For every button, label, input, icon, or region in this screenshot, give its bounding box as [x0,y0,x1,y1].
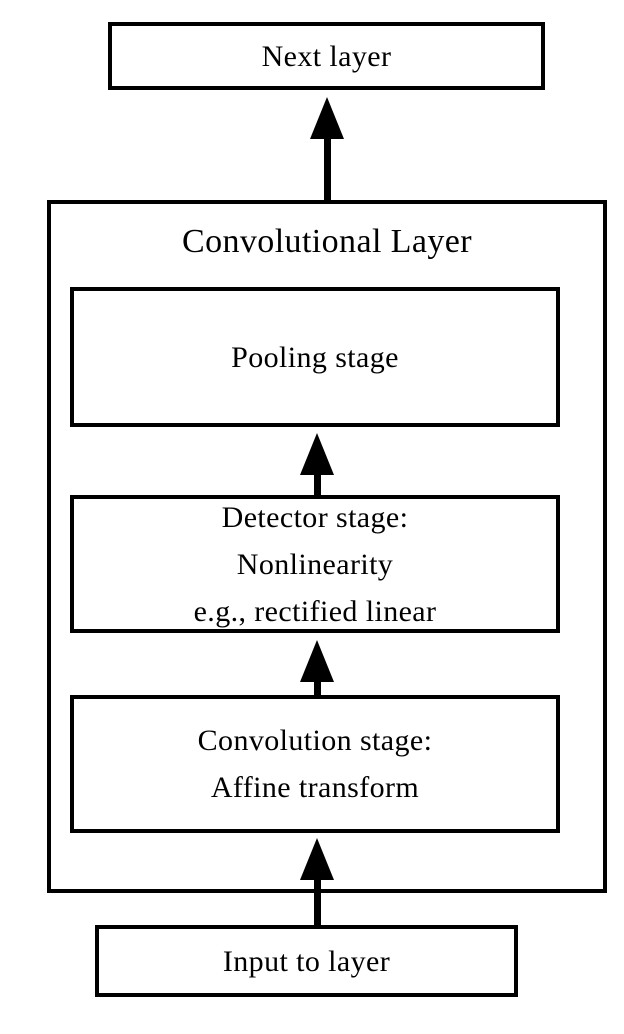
arrow-shaft-line [313,682,321,696]
convolution-stage-line-2: Affine transform [210,771,420,804]
up-arrowhead-icon [300,838,334,880]
arrow-input-to-convolution [300,838,334,926]
pooling-stage-node: Pooling stage [70,287,560,427]
up-arrowhead-icon [300,433,334,475]
up-arrowhead-icon [310,97,344,139]
input-to-layer-node: Input to layer [95,925,518,997]
arrow-shaft-line [313,880,321,926]
convolution-stage-line-1: Convolution stage: [197,724,433,757]
up-arrowhead-icon [300,640,334,682]
next-layer-label: Next layer [261,39,392,73]
convolution-stage-node: Convolution stage: Affine transform [70,695,560,833]
arrow-shaft-line [313,475,321,495]
arrow-to-next-layer [310,97,344,200]
detector-stage-line-3: e.g., rectified linear [193,594,437,628]
input-to-layer-label: Input to layer [222,944,391,978]
detector-stage-line-2: Nonlinearity [236,547,394,581]
detector-stage-line-1: Detector stage: [221,500,409,534]
convolutional-layer-container [47,200,607,893]
pooling-stage-label: Pooling stage [231,340,399,374]
detector-stage-node: Detector stage: Nonlinearity e.g., recti… [70,495,560,633]
convolutional-layer-title: Convolutional Layer [182,223,472,260]
arrow-detector-to-pooling [300,433,334,495]
next-layer-node: Next layer [108,22,545,90]
arrow-shaft-line [323,139,331,200]
arrow-convolution-to-detector [300,640,334,696]
